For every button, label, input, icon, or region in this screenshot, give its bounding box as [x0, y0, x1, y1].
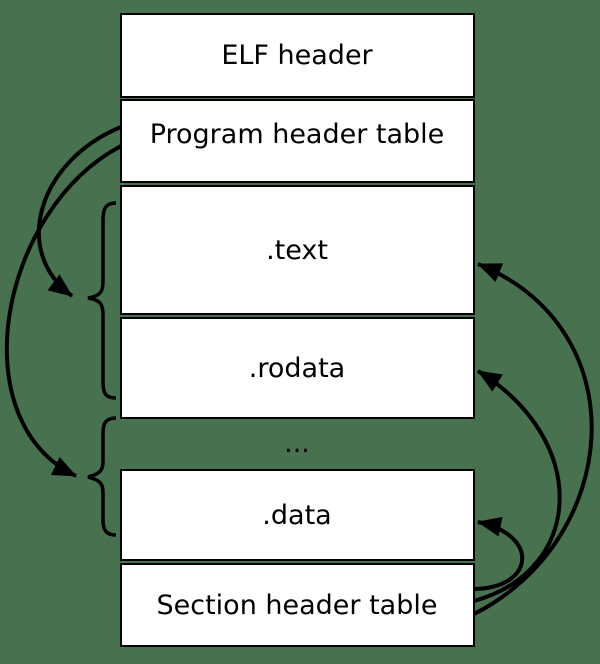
elf-header-rect: [120, 13, 475, 98]
text-section-rect: [120, 185, 475, 315]
arrow-sht-to-data-section: [473, 516, 525, 591]
rodata-section-label: .rodata: [249, 353, 345, 384]
segment2-brace: [87, 416, 117, 537]
arrow-pht-to-segment2: [4, 144, 122, 478]
rodata-section-rect: [120, 317, 475, 419]
section-header-table-label: Section header table: [157, 590, 438, 621]
program-header-table-label: Program header table: [150, 119, 445, 150]
ellipsis-label: ...: [284, 428, 310, 459]
arrow-sht-to-text-section: [473, 262, 594, 616]
data-section-label: .data: [262, 500, 331, 531]
segment1-brace: [87, 201, 117, 400]
box-rodata-section: .rodata: [120, 317, 475, 419]
data-section-rect: [120, 469, 475, 561]
elf-header-label: ELF header: [221, 40, 373, 71]
arrow-pht-to-segment1: [36, 125, 122, 298]
box-elf-header: ELF header: [120, 13, 475, 98]
box-data-section: .data: [120, 469, 475, 561]
text-section-label: .text: [266, 235, 328, 266]
section-header-table-rect: [120, 563, 475, 647]
box-text-section: .text: [120, 185, 475, 315]
box-program-header-table: Program header table: [120, 99, 475, 183]
arrow-sht-to-rodata-section: [473, 369, 562, 603]
program-header-table-rect: [120, 99, 475, 183]
box-section-header-table: Section header table: [120, 563, 475, 647]
